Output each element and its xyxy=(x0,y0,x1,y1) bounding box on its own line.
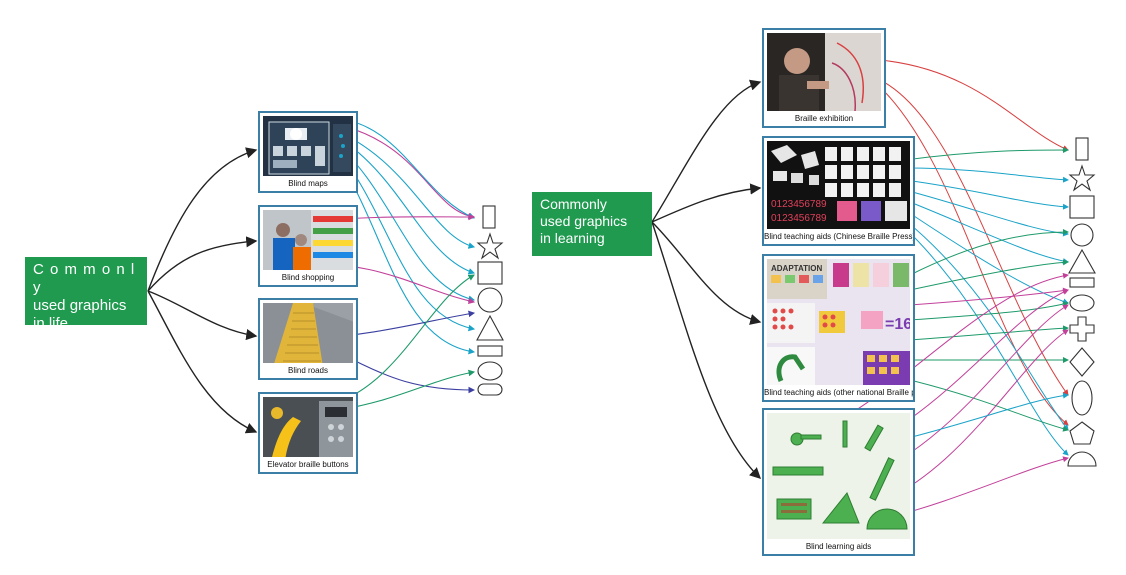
rectangle-icon xyxy=(482,205,496,229)
learning-title-line: used graphics xyxy=(540,213,628,229)
diamond-icon xyxy=(1069,347,1095,377)
rectangle-icon xyxy=(1075,137,1089,161)
flat-rectangle-icon xyxy=(1069,277,1095,288)
life-title-line: used graphics xyxy=(33,297,127,314)
learning-title-line: Commonly xyxy=(540,196,607,212)
life-shapes-column xyxy=(476,205,504,396)
learning-aids-image xyxy=(767,413,910,539)
learning-link xyxy=(904,167,1069,183)
elevator-image xyxy=(263,397,353,457)
learning-link xyxy=(904,189,1069,237)
exhibition-image xyxy=(767,33,881,111)
life-link xyxy=(329,122,476,220)
tactile-map-image xyxy=(263,116,353,176)
learning-shapes-column xyxy=(1067,137,1097,467)
learning-link xyxy=(904,199,1069,265)
circle-icon xyxy=(477,287,503,313)
other-aids-photo: ADAPTATION =16 xyxy=(767,259,910,385)
card-teaching-aids-chinese: 0123456789 0123456789 Blind teaching aid… xyxy=(762,136,915,246)
learning-link xyxy=(909,301,1069,321)
blind-maps-photo xyxy=(263,116,353,176)
pentagon-icon xyxy=(1069,421,1095,445)
learning-arrow-exhibition xyxy=(651,79,762,223)
life-link xyxy=(337,351,476,394)
life-arrow-elevator xyxy=(147,290,258,434)
learning-link xyxy=(909,229,1069,276)
life-title-box: C o m m o n l y used graphics in life xyxy=(25,257,147,332)
learning-link xyxy=(879,59,1069,151)
learning-title-line: in learning xyxy=(540,230,605,246)
card-elevator-buttons: Elevator braille buttons xyxy=(258,392,358,474)
star-icon xyxy=(1068,164,1096,192)
card-caption: Blind shopping xyxy=(281,273,335,282)
card-caption: Blind teaching aids (other national Brai… xyxy=(764,388,913,397)
digit-row-text: 0123456789 xyxy=(771,213,827,224)
life-title-line: C o m m o n l y xyxy=(33,261,136,296)
card-caption: Braille exhibition xyxy=(794,114,854,123)
chinese-aids-image: 0123456789 0123456789 xyxy=(767,141,910,229)
life-link xyxy=(337,369,476,411)
learning-link xyxy=(904,209,1069,305)
card-caption: Blind roads xyxy=(287,366,329,375)
adaptation-text: ADAPTATION xyxy=(771,264,822,273)
learning-link xyxy=(904,147,1069,161)
card-blind-roads: Blind roads xyxy=(258,298,358,380)
triangle-icon xyxy=(476,314,504,341)
rounded-rectangle-icon xyxy=(477,383,503,396)
card-blind-maps: Blind maps xyxy=(258,111,358,193)
card-blind-shopping: Blind shopping xyxy=(258,205,358,287)
elevator-photo xyxy=(263,397,353,457)
equation-text: =16 xyxy=(885,316,910,333)
circle-icon xyxy=(1070,223,1094,247)
life-arrow-roads xyxy=(147,290,258,341)
learning-arrow-chinese xyxy=(651,183,762,223)
star-icon xyxy=(476,232,504,260)
learning-link xyxy=(909,287,1069,306)
chinese-aids-photo: 0123456789 0123456789 xyxy=(767,141,910,229)
cross-icon xyxy=(1069,316,1095,342)
learning-link xyxy=(904,227,1069,456)
learning-arrow-learning xyxy=(651,221,762,479)
life-title-line: in life xyxy=(33,315,69,332)
card-caption: Blind maps xyxy=(288,179,328,188)
blind-roads-photo xyxy=(263,303,353,363)
card-blind-learning-aids: Blind learning aids xyxy=(762,408,915,556)
square-icon xyxy=(1069,195,1095,219)
learning-arrow-other xyxy=(651,221,762,325)
life-arrow-shopping xyxy=(147,236,258,292)
flat-rectangle-icon xyxy=(477,345,503,357)
life-arrow-maps xyxy=(147,147,258,292)
square-icon xyxy=(477,261,503,285)
learning-aids-photo xyxy=(767,413,910,539)
triangle-icon xyxy=(1068,248,1096,274)
life-link xyxy=(337,274,475,403)
card-braille-exhibition: Braille exhibition xyxy=(762,28,886,128)
other-aids-image: ADAPTATION =16 xyxy=(767,259,910,385)
learning-link xyxy=(909,259,1069,291)
learning-link xyxy=(899,392,1069,441)
shopping-image xyxy=(263,210,353,270)
ellipse-icon xyxy=(1069,294,1095,312)
learning-link xyxy=(909,379,1069,432)
learning-title-box: Commonly used graphics in learning xyxy=(532,192,652,256)
card-caption: Elevator braille buttons xyxy=(267,460,349,469)
tall-ellipse-icon xyxy=(1071,380,1093,416)
semicircle-icon xyxy=(1067,451,1097,467)
learning-link xyxy=(904,179,1069,210)
braille-exhibition-photo xyxy=(767,33,881,111)
ellipse-icon xyxy=(477,361,503,381)
card-caption: Blind learning aids xyxy=(805,542,872,551)
card-teaching-aids-other: ADAPTATION =16 Blind teaching aids (othe… xyxy=(762,254,915,402)
blind-shopping-photo xyxy=(263,210,353,270)
tactile-paving-image xyxy=(263,303,353,363)
digit-row-text: 0123456789 xyxy=(771,199,827,210)
learning-link xyxy=(909,325,1069,341)
card-caption: Blind teaching aids (Chinese Braille Pre… xyxy=(764,232,913,241)
